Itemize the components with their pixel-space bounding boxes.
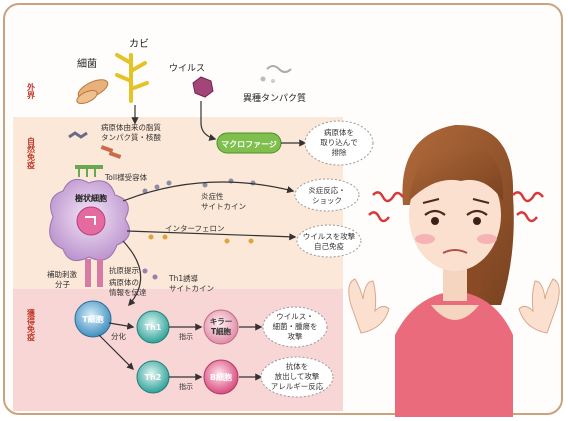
virus-icon [192, 76, 214, 98]
pathogen-info-line2: 情報を伝達 [109, 287, 147, 297]
pathogen-components-line2: タンパク質・核酸 [101, 132, 161, 142]
immune-diagram: 外界 自然免疫 獲得免疫 細菌 カビ ウイルス 異種タンパク質 病原体由来の脂質… [13, 38, 560, 417]
th2-node: Th2 [136, 360, 170, 394]
th1-induction-line1: Th1誘導 [168, 273, 199, 283]
svg-text:抗体を: 抗体を [286, 361, 309, 371]
toll-receptor-label: Toll様受容体 [104, 172, 148, 182]
svg-text:T細胞: T細胞 [211, 326, 232, 336]
zone-label-adaptive: 獲得免疫 [26, 308, 36, 342]
dendritic-cell-label: 樹状細胞 [75, 193, 107, 203]
sick-woman-illustration [348, 124, 560, 417]
pathogen-info-line1: 病原体の [109, 277, 139, 287]
svg-text:自己免疫: 自己免疫 [314, 241, 344, 251]
svg-text:ウイルスを攻撃: ウイルスを攻撃 [303, 231, 356, 241]
arrow-inflammatory [122, 181, 295, 202]
svg-text:Th2: Th2 [145, 373, 162, 382]
macrophage-node: マクロファージ [216, 132, 282, 154]
svg-text:自然免疫: 自然免疫 [27, 136, 36, 170]
figure-card: 外界 自然免疫 獲得免疫 細菌 カビ ウイルス 異種タンパク質 病原体由来の脂質… [3, 3, 563, 417]
outcome-killer-attack: ウイルス・ 細菌・腫瘍を 攻撃 [262, 306, 328, 348]
svg-text:攻撃: 攻撃 [288, 331, 303, 341]
svg-text:Th1: Th1 [145, 323, 162, 332]
bacteria-icon [76, 79, 109, 104]
costim-line1: 補助刺激 [47, 269, 77, 279]
foreign-protein-label: 異種タンパク質 [243, 92, 306, 104]
svg-text:アレルギー反応: アレルギー反応 [271, 381, 324, 391]
svg-text:放出して攻撃: 放出して攻撃 [275, 371, 320, 381]
outcome-antibody: 抗体を 放出して攻撃 アレルギー反応 [260, 356, 334, 398]
arrow-to-th2 [98, 334, 135, 371]
outcome-phagocytosis: 病原体を 取り込んで 排除 [304, 120, 374, 166]
svg-text:キラー: キラー [210, 317, 233, 326]
activation2-label: 指示 [179, 382, 193, 391]
svg-text:B細胞: B細胞 [210, 372, 232, 382]
b-cell-node: B細胞 [203, 359, 239, 395]
fungi-icon [115, 53, 149, 103]
interferon-label: インターフェロン [165, 224, 225, 233]
svg-text:排除: 排除 [332, 147, 347, 157]
svg-text:炎症反応・: 炎症反応・ [308, 185, 346, 195]
inflammatory-cytokine-line2: サイトカイン [201, 202, 246, 211]
zone-label-innate: 自然免疫 [27, 136, 36, 170]
svg-text:T細胞: T細胞 [82, 314, 103, 324]
svg-text:細菌・腫瘍を: 細菌・腫瘍を [273, 321, 318, 331]
killer-t-node: キラー T細胞 [203, 309, 239, 345]
svg-text:取り込んで: 取り込んで [320, 138, 358, 147]
svg-text:マクロファージ: マクロファージ [221, 139, 277, 149]
th1-induction-line2: サイトカイン [169, 284, 214, 293]
arrow-interferon [126, 230, 297, 241]
virus-label: ウイルス [169, 63, 205, 74]
svg-text:獲得免疫: 獲得免疫 [26, 308, 36, 342]
dendritic-cell [49, 178, 130, 262]
svg-text:病原体を: 病原体を [324, 127, 354, 137]
th1-node: Th1 [136, 310, 170, 344]
bacteria-label: 細菌 [77, 57, 97, 70]
toll-receptor-icon [75, 165, 103, 177]
inflammatory-cytokine-line1: 炎症性 [201, 191, 224, 201]
outcome-inflammation: 炎症反応・ ショック [294, 178, 360, 212]
antigen-presentation-label: 抗原提示 [109, 265, 139, 275]
pathogen-fragments-icon [68, 131, 122, 159]
arrow-to-th1 [108, 322, 135, 330]
foreign-protein-icon [260, 65, 292, 83]
fungi-label: カビ [129, 38, 149, 50]
differentiation-label: 分化 [111, 331, 126, 341]
activation1-label: 指示 [179, 332, 193, 341]
costim-molecule-icon [85, 259, 103, 287]
svg-text:ウイルス・: ウイルス・ [276, 312, 314, 321]
outcome-virus-attack: ウイルスを攻撃 自己免疫 [296, 224, 362, 258]
costim-line2: 分子 [55, 280, 70, 289]
zone-label-outside: 外界 [26, 82, 36, 100]
arrow-th1-induction [122, 240, 142, 307]
pathogen-components-line1: 病原体由来の脂質 [101, 122, 161, 132]
svg-text:外界: 外界 [26, 82, 36, 100]
t-cell-node: T細胞 [74, 300, 112, 338]
arrow-to-macrophage [200, 101, 217, 141]
svg-text:ショック: ショック [312, 196, 342, 205]
